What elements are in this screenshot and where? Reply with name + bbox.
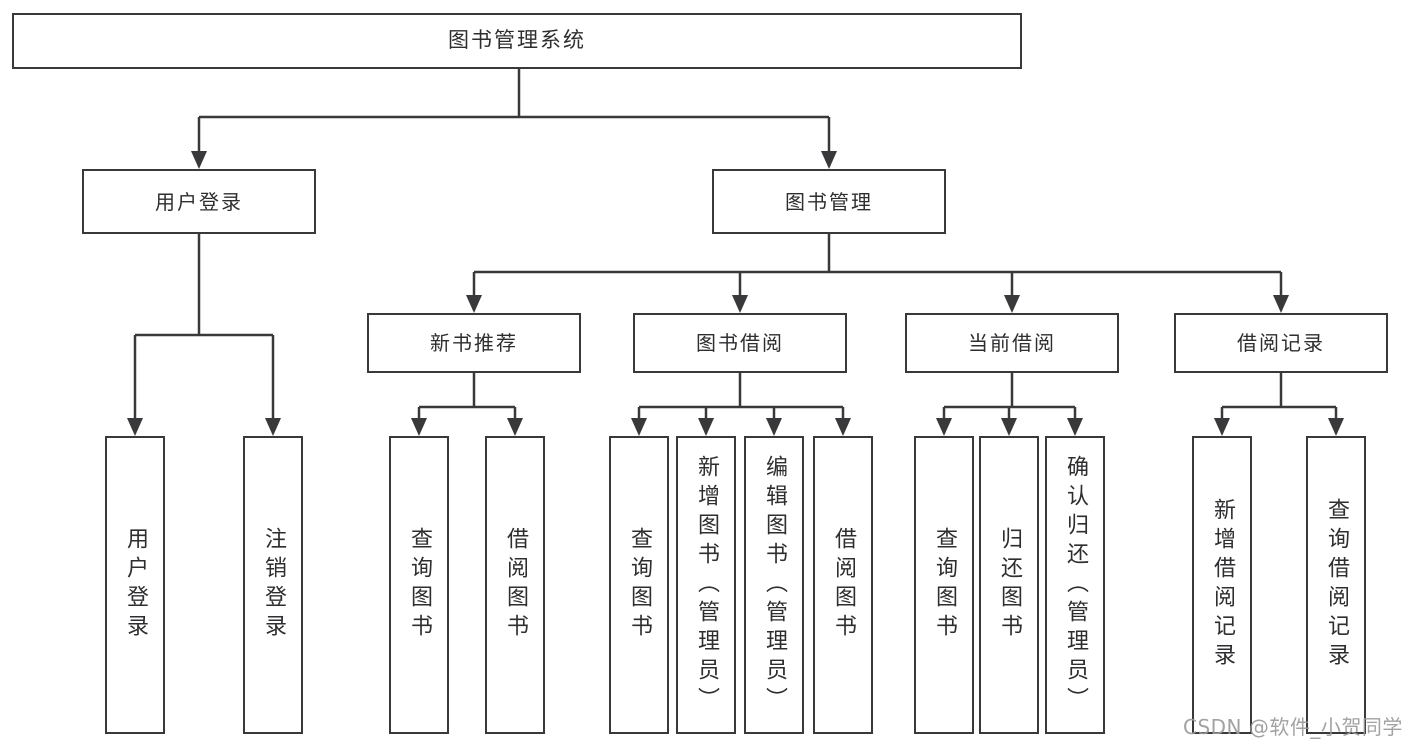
node-borrow-records: 借阅记录 [1174, 313, 1388, 373]
leaf-borrow-books-recommend: 借阅图书 [485, 436, 545, 734]
leaf-user-login: 用户登录 [105, 436, 165, 734]
node-user-login: 用户登录 [82, 169, 316, 234]
leaf-logout: 注销登录 [243, 436, 303, 734]
leaf-edit-books-admin: 编辑图书（管理员） [744, 436, 804, 734]
leaf-query-books-recommend: 查询图书 [389, 436, 449, 734]
leaf-query-books-current: 查询图书 [914, 436, 974, 734]
node-book-borrow: 图书借阅 [633, 313, 847, 373]
node-library-management-system: 图书管理系统 [12, 13, 1022, 69]
leaf-add-borrow-record: 新增借阅记录 [1192, 436, 1252, 734]
leaf-borrow-books: 借阅图书 [813, 436, 873, 734]
leaf-return-books: 归还图书 [979, 436, 1039, 734]
leaf-confirm-return-admin: 确认归还（管理员） [1045, 436, 1105, 734]
leaf-query-borrow-record: 查询借阅记录 [1306, 436, 1366, 734]
node-new-book-recommend: 新书推荐 [367, 313, 581, 373]
leaf-query-books-borrow: 查询图书 [609, 436, 669, 734]
node-current-borrow: 当前借阅 [905, 313, 1119, 373]
csdn-watermark: CSDN @软件_小贺同学 [1183, 715, 1403, 739]
node-book-management: 图书管理 [712, 169, 946, 234]
arrowheads [127, 151, 1344, 436]
leaf-add-books-admin: 新增图书（管理员） [676, 436, 736, 734]
